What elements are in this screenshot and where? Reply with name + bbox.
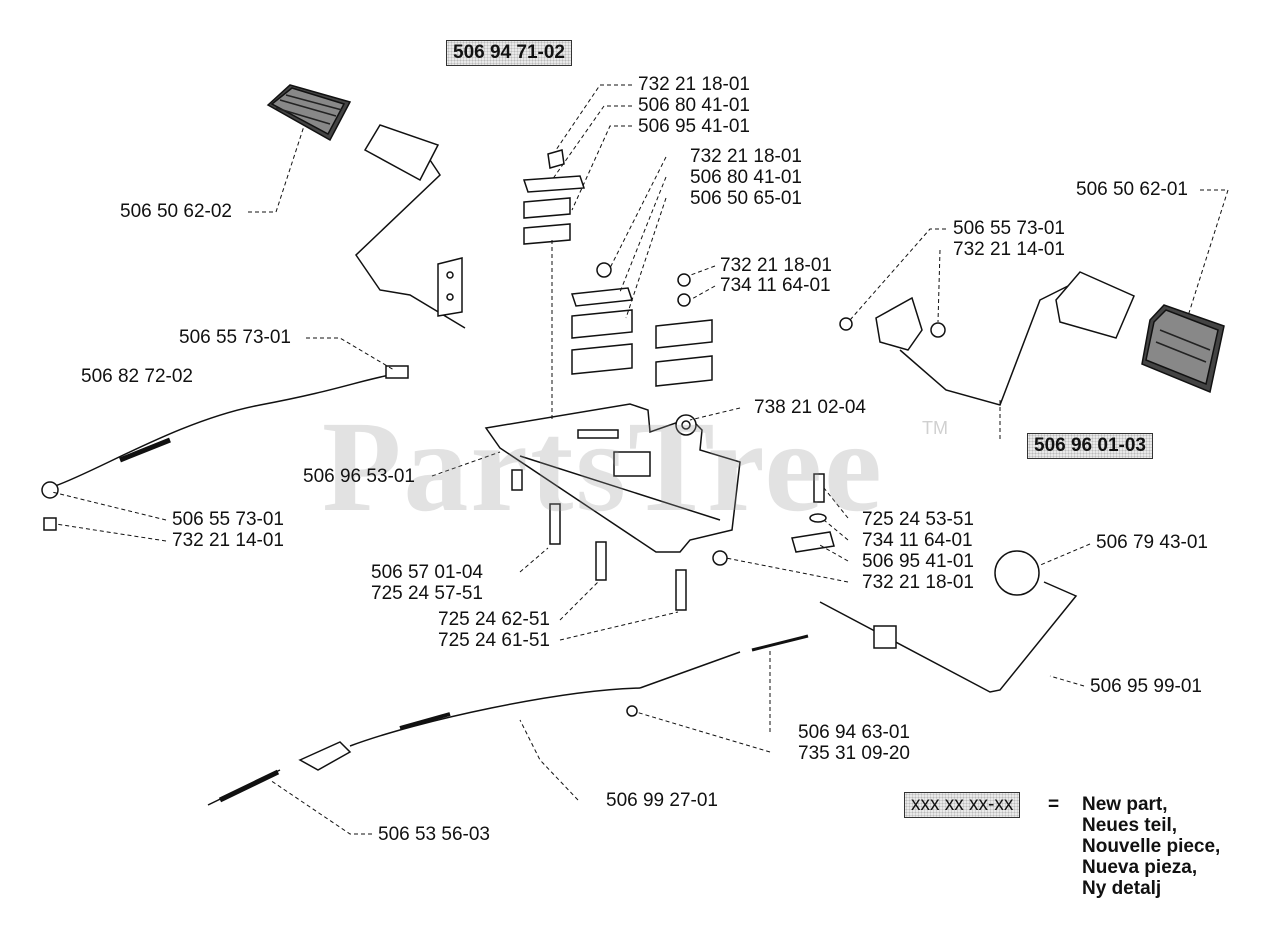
part-label: 732 21 14-01	[953, 239, 1065, 260]
part-label: 506 50 62-01	[1076, 179, 1188, 200]
part-label: 506 96 53-01	[303, 466, 415, 487]
part-label: 738 21 02-04	[754, 397, 866, 418]
legend-line-5: Ny detalj	[1082, 878, 1162, 899]
part-label: 725 24 53-51	[862, 509, 974, 530]
left-pedal-arm	[355, 124, 466, 329]
part-label: 725 24 57-51	[371, 583, 483, 604]
kit-number-top-left: 506 94 71-02	[446, 40, 572, 66]
cable-506-82-72-02	[41, 365, 409, 531]
part-label: 732 21 14-01	[172, 530, 284, 551]
part-label: 506 95 41-01	[638, 116, 750, 137]
part-label: 725 24 62-51	[438, 609, 550, 630]
part-label: 506 80 41-01	[638, 95, 750, 116]
part-label: 734 11 64-01	[720, 275, 831, 296]
legend-line-4: Nueva pieza,	[1082, 857, 1198, 878]
part-label: 506 99 27-01	[606, 790, 718, 811]
part-label: 506 50 65-01	[690, 188, 802, 209]
part-label: 506 57 01-04	[371, 562, 483, 583]
legend-line-2: Neues teil,	[1082, 815, 1178, 836]
part-label: 732 21 18-01	[690, 146, 802, 167]
legend-equals: =	[1048, 794, 1060, 815]
mounting-plate	[484, 403, 741, 553]
part-label: 506 82 72-02	[81, 366, 193, 387]
bottom-cable-506-99-27-01	[207, 634, 809, 806]
part-label: 506 79 43-01	[1096, 532, 1208, 553]
part-label: 506 94 63-01	[798, 722, 910, 743]
right-pedal-assembly	[839, 271, 1225, 406]
trademark-symbol: TM	[922, 418, 948, 438]
bracket-stack-2	[570, 262, 713, 387]
part-label: 735 31 09-20	[798, 743, 910, 764]
part-label: 506 80 41-01	[690, 167, 802, 188]
legend-line-3: Nouvelle piece,	[1082, 836, 1221, 857]
left-pedal-pad	[266, 84, 352, 142]
watermark: PartsTree	[322, 395, 884, 539]
part-label: 506 53 56-03	[378, 824, 490, 845]
bolts	[511, 469, 728, 611]
part-label: 734 11 64-01	[862, 530, 973, 551]
part-label: 732 21 18-01	[638, 74, 750, 95]
legend-line-1: New part,	[1082, 794, 1168, 815]
part-label: 506 50 62-02	[120, 201, 232, 222]
part-label: 732 21 18-01	[862, 572, 974, 593]
part-label: 506 95 41-01	[862, 551, 974, 572]
kit-number-right: 506 96 01-03	[1027, 433, 1153, 459]
part-label: 506 55 73-01	[953, 218, 1065, 239]
legend-sample-box: xxx xx xx-xx	[904, 792, 1021, 818]
part-label: 506 95 99-01	[1090, 676, 1202, 697]
part-label: 725 24 61-51	[438, 630, 550, 651]
part-label: 506 55 73-01	[172, 509, 284, 530]
bracket-stack-1	[522, 149, 586, 245]
control-rod-506-95-99-01	[819, 550, 1078, 693]
part-label: 732 21 18-01	[720, 255, 832, 276]
part-label: 506 55 73-01	[179, 327, 291, 348]
leader-lines	[51, 84, 1229, 835]
